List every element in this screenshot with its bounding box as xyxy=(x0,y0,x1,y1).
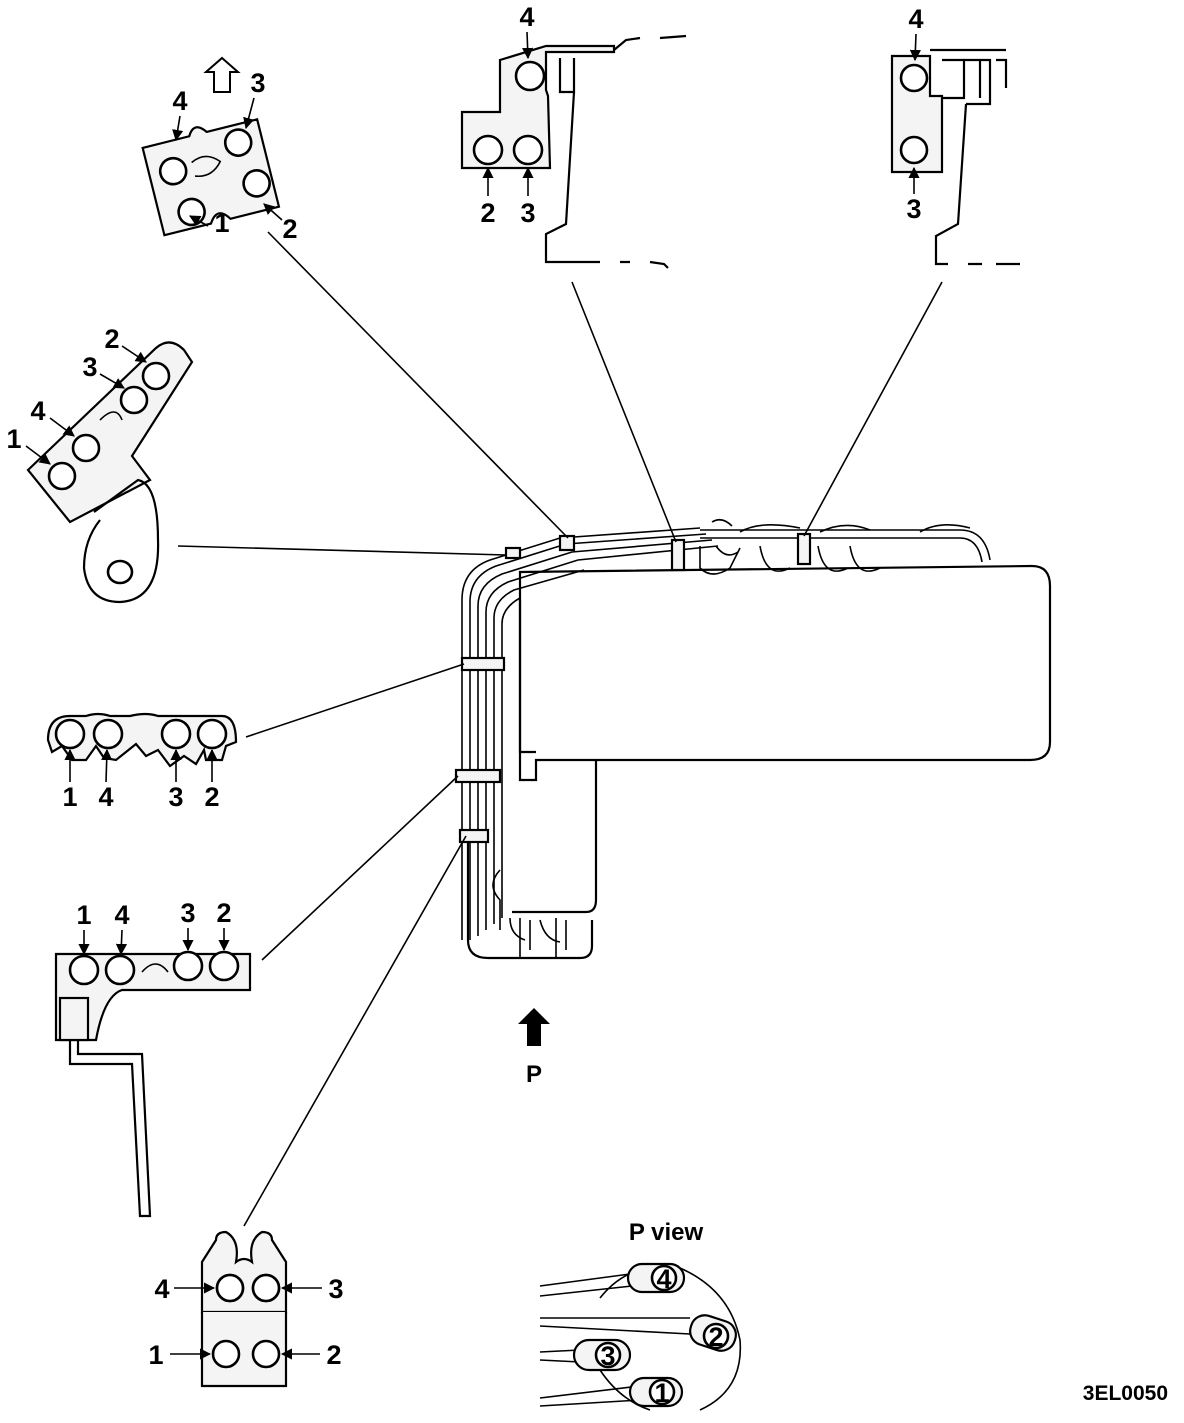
clamp-number: 1 xyxy=(76,900,91,930)
clamp-front-top: 4 3 1 2 xyxy=(141,56,298,244)
up-arrow-icon xyxy=(203,56,241,93)
pipe-clamps xyxy=(454,532,812,844)
p-view-number: 4 xyxy=(656,1264,671,1294)
clamp-number: 4 xyxy=(908,4,923,34)
clamp-number: 2 xyxy=(326,1340,341,1370)
clamp-number: 1 xyxy=(6,424,21,454)
p-view-number: 3 xyxy=(600,1341,615,1371)
clamp-number: 2 xyxy=(216,898,231,928)
clamp-bottom: 4 3 1 2 xyxy=(148,1230,344,1388)
clamp-left-middle: 1 4 3 2 xyxy=(46,712,238,812)
clamp-number: 3 xyxy=(520,198,535,228)
clamp-number: 2 xyxy=(282,214,297,244)
engine-body xyxy=(466,564,1052,960)
clamp-number: 1 xyxy=(62,782,77,812)
figure-code: 3EL0050 xyxy=(1083,1382,1168,1405)
p-view-title: P view xyxy=(629,1219,704,1246)
view-arrow-label: P xyxy=(526,1061,542,1088)
clamp-number: 4 xyxy=(519,2,534,32)
clamp-number: 2 xyxy=(204,782,219,812)
p-view: P view 4 2 3 1 xyxy=(539,1219,742,1411)
clamp-top-middle: 4 2 3 xyxy=(460,2,687,269)
clamp-number: 2 xyxy=(480,198,495,228)
clamp-number: 4 xyxy=(98,782,113,812)
clamp-number: 4 xyxy=(30,396,45,426)
clamp-number: 2 xyxy=(104,324,119,354)
p-view-number: 1 xyxy=(654,1378,669,1408)
clamp-left-upper: 2 3 4 1 xyxy=(6,324,194,604)
clamp-number: 4 xyxy=(172,86,187,116)
injection-pipes xyxy=(461,518,991,940)
clamp-number: 1 xyxy=(148,1340,163,1370)
clamp-number: 1 xyxy=(214,208,229,238)
clamp-number: 4 xyxy=(114,900,129,930)
view-arrow-p: P xyxy=(518,1008,550,1088)
p-view-number: 2 xyxy=(708,1322,723,1352)
clamp-number: 3 xyxy=(906,194,921,224)
clamp-number: 3 xyxy=(328,1274,343,1304)
leader-lines xyxy=(177,231,943,1227)
clamp-left-lower: 1 4 3 2 xyxy=(54,898,252,1218)
clamp-number: 3 xyxy=(180,898,195,928)
clamp-number: 4 xyxy=(154,1274,169,1304)
clamp-number: 3 xyxy=(250,68,265,98)
clamp-number: 3 xyxy=(82,352,97,382)
clamp-top-right: 4 3 xyxy=(890,4,1020,266)
clamp-number: 3 xyxy=(168,782,183,812)
